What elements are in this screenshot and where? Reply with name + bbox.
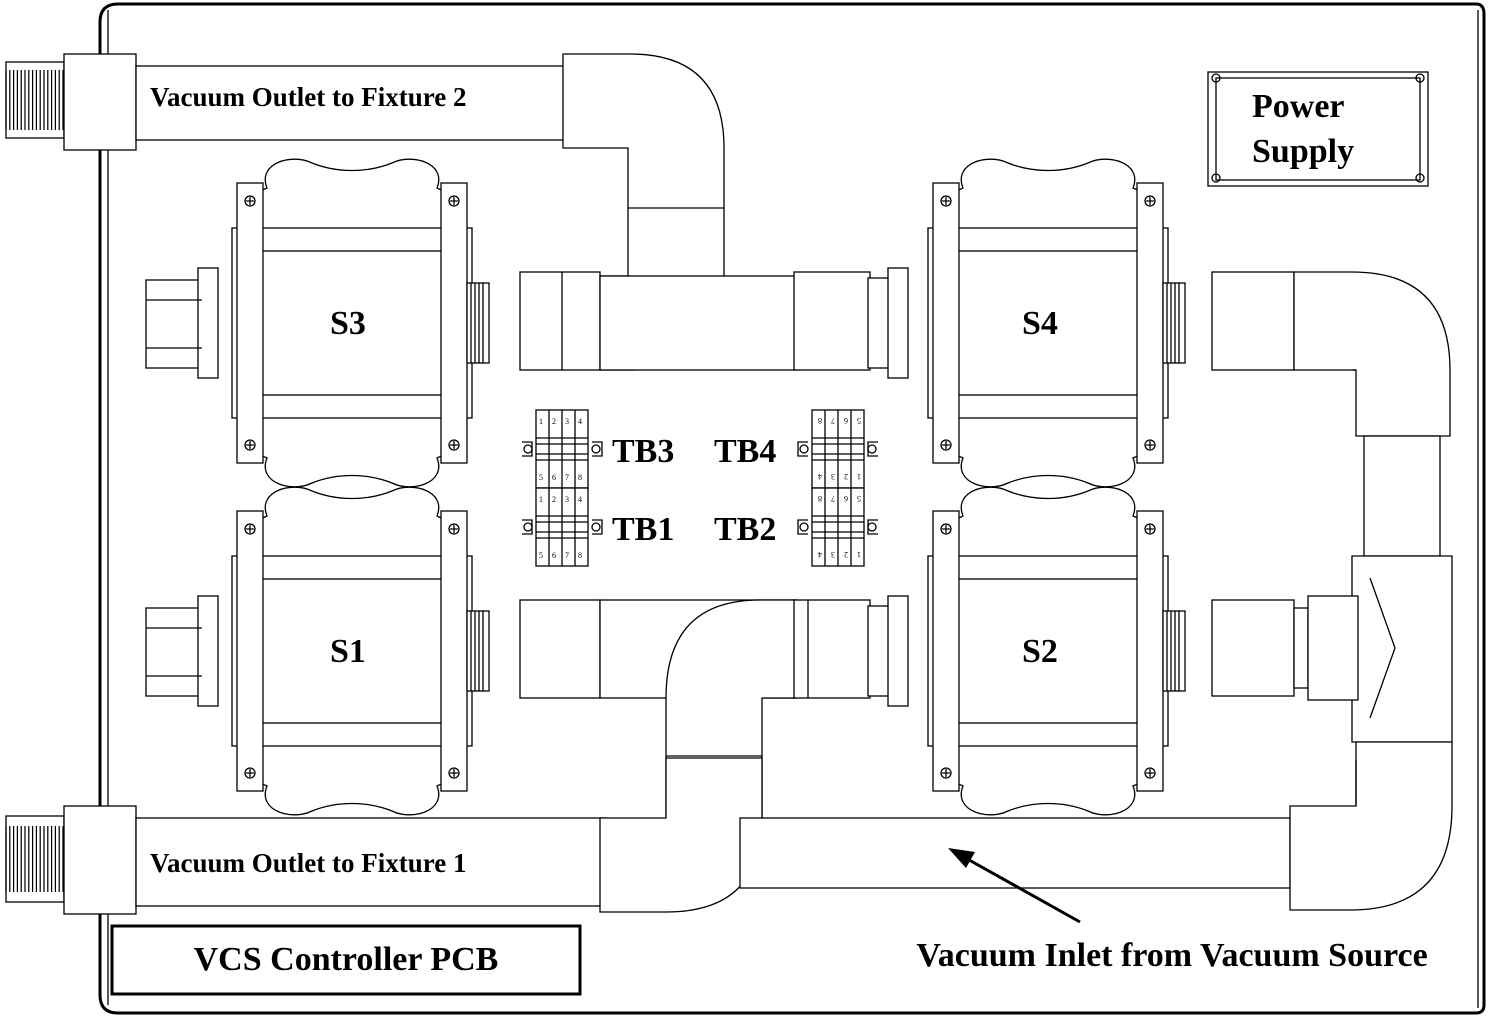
svg-text:2: 2 — [552, 495, 556, 504]
terminal-block-tb2: 1 2 3 4 5 6 7 8 — [797, 487, 879, 567]
power-supply-label-line1: Power — [1252, 88, 1345, 125]
svg-text:8: 8 — [818, 416, 822, 425]
svg-text:6: 6 — [552, 551, 556, 560]
valve-s3 — [145, 158, 490, 488]
outlet-fitting-2 — [5, 53, 567, 151]
outlet-fitting-1 — [5, 805, 607, 915]
svg-text:2: 2 — [552, 417, 556, 426]
terminal-block-label-tb1: TB1 — [612, 511, 674, 548]
svg-text:2: 2 — [844, 472, 848, 481]
valve-s4 — [867, 158, 1186, 488]
svg-text:8: 8 — [818, 494, 822, 503]
svg-text:4: 4 — [818, 550, 822, 559]
controller-pcb-label: VCS Controller PCB — [194, 941, 499, 978]
outlet-2-elbow — [519, 53, 871, 371]
valve-label-s3: S3 — [330, 305, 366, 342]
svg-text:6: 6 — [844, 494, 848, 503]
svg-text:1: 1 — [857, 550, 861, 559]
vacuum-inlet-label: Vacuum Inlet from Vacuum Source — [916, 937, 1427, 974]
svg-text:7: 7 — [565, 473, 569, 482]
svg-text:6: 6 — [844, 416, 848, 425]
valve-label-s2: S2 — [1022, 633, 1058, 670]
svg-text:4: 4 — [818, 472, 822, 481]
svg-text:4: 4 — [578, 417, 582, 426]
svg-text:5: 5 — [857, 494, 861, 503]
svg-text:1: 1 — [857, 472, 861, 481]
outlet-1-tee — [519, 599, 1291, 913]
svg-text:4: 4 — [578, 495, 582, 504]
svg-text:7: 7 — [831, 416, 835, 425]
valve-label-s1: S1 — [330, 633, 366, 670]
power-supply: Power Supply — [1207, 71, 1429, 187]
svg-text:1: 1 — [539, 495, 543, 504]
terminal-block-label-tb4: TB4 — [714, 433, 776, 470]
svg-text:3: 3 — [831, 472, 835, 481]
svg-text:2: 2 — [844, 550, 848, 559]
svg-text:6: 6 — [552, 473, 556, 482]
terminal-block-label-tb3: TB3 — [612, 433, 674, 470]
valve-s2 — [867, 486, 1186, 816]
svg-text:7: 7 — [831, 494, 835, 503]
svg-text:3: 3 — [831, 550, 835, 559]
valve-s1 — [145, 486, 490, 816]
svg-text:5: 5 — [539, 551, 543, 560]
outlet-1-label: Vacuum Outlet to Fixture 1 — [150, 848, 467, 878]
svg-text:1: 1 — [539, 417, 543, 426]
terminal-block-tb3: 1 2 3 4 5 6 7 8 — [521, 409, 603, 489]
terminal-block-label-tb2: TB2 — [714, 511, 776, 548]
outlet-2-label: Vacuum Outlet to Fixture 2 — [150, 82, 467, 112]
svg-text:8: 8 — [578, 473, 582, 482]
svg-text:3: 3 — [565, 417, 569, 426]
svg-text:5: 5 — [539, 473, 543, 482]
controller-pcb: VCS Controller PCB — [110, 924, 582, 996]
terminal-block-tb4: 1 2 3 4 5 6 7 8 — [797, 409, 879, 489]
power-supply-label-line2: Supply — [1252, 133, 1354, 170]
svg-text:7: 7 — [565, 551, 569, 560]
inlet-piping — [1211, 271, 1453, 911]
vacuum-inlet-arrow — [948, 848, 1081, 924]
svg-text:8: 8 — [578, 551, 582, 560]
valve-label-s4: S4 — [1022, 305, 1058, 342]
svg-text:5: 5 — [857, 416, 861, 425]
svg-text:3: 3 — [565, 495, 569, 504]
terminal-block-tb1: 1 2 3 4 5 6 7 8 — [521, 487, 603, 567]
